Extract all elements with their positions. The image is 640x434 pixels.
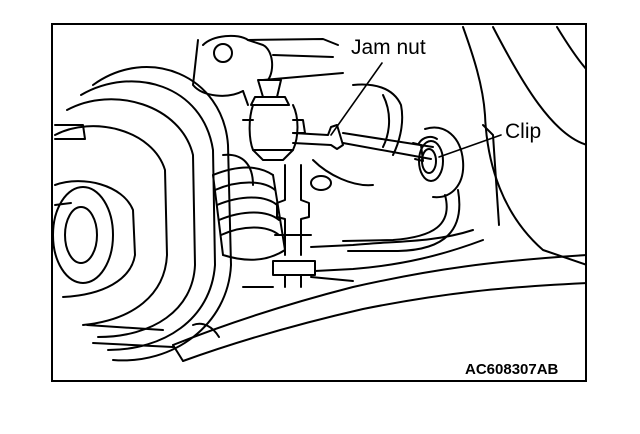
figure-frame: Jam nut Clip AC608307AB xyxy=(51,23,587,382)
clip-callout: Clip xyxy=(505,120,542,143)
figure-code: AC608307AB xyxy=(465,361,559,378)
suspension-line-drawing xyxy=(53,26,585,362)
jam-nut-leader xyxy=(330,62,383,136)
vehicle-frame-right xyxy=(310,26,585,266)
stabilizer-link-upper xyxy=(242,79,306,161)
brake-drum xyxy=(53,66,254,362)
clip-bushing xyxy=(418,126,465,199)
stabilizer-link-lower xyxy=(272,164,484,288)
clip-leader xyxy=(438,134,502,158)
strut-upper-mount xyxy=(192,34,344,106)
jam-nut-callout: Jam nut xyxy=(351,36,426,59)
drive-shaft-boot xyxy=(212,166,286,261)
lower-control-arm xyxy=(86,254,585,362)
tie-rod xyxy=(292,124,434,162)
leader-lines xyxy=(330,62,502,158)
